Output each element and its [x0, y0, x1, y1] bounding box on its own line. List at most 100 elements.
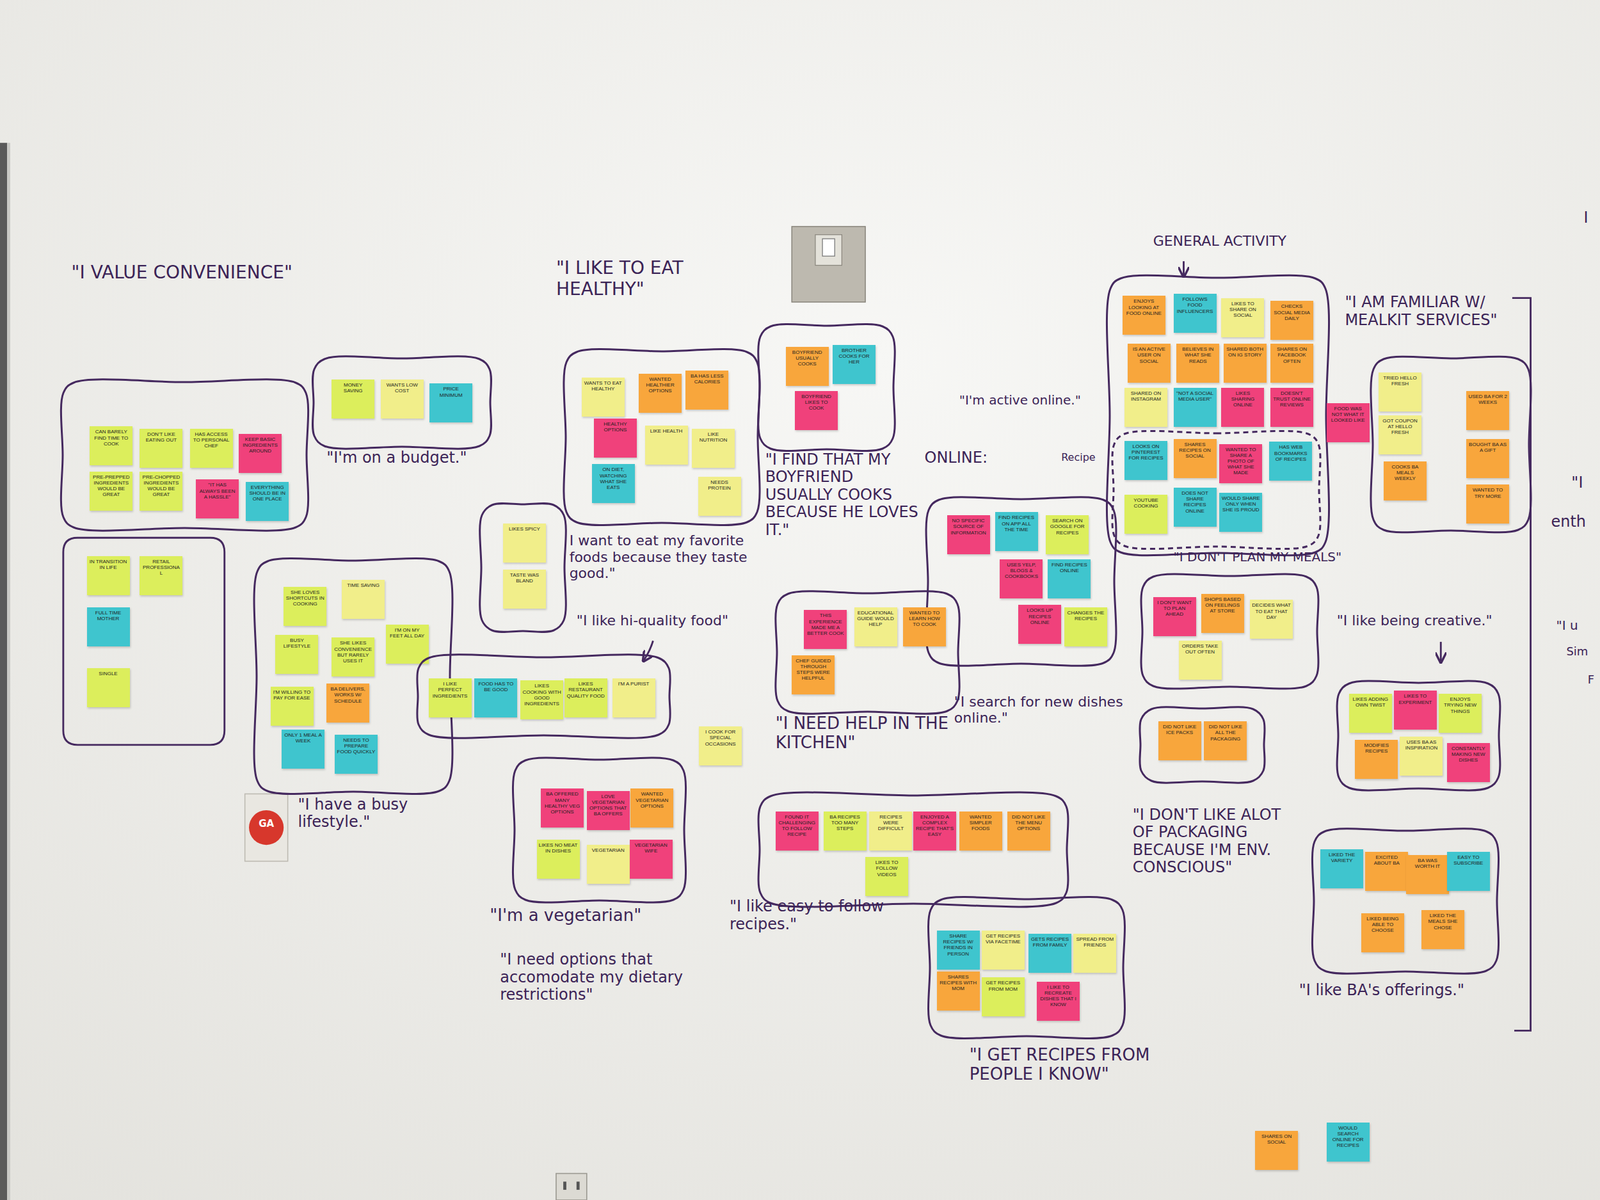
sticky-note: FOUND IT CHALLENGING TO FOLLOW RECIPE — [775, 811, 819, 851]
sticky-text: IS AN ACTIVE USER ON SOCIAL — [1129, 346, 1169, 365]
sticky-text: FULL TIME MOTHER — [88, 609, 128, 622]
heading-holder: "I like being creative." — [1336, 612, 1524, 629]
sticky-note: LIKES TO FOLLOW VIDEOS — [865, 856, 909, 896]
handwritten-label: Sim — [1566, 645, 1599, 659]
sticky-text: VEGETARIAN WIFE — [631, 842, 671, 854]
sticky-note: HEALTHY OPTIONS — [593, 418, 637, 458]
cluster-outline-path — [254, 558, 453, 794]
cluster-outline-path — [60, 379, 308, 531]
sticky-text: USED BA FOR 2 WEEKS — [1468, 393, 1508, 406]
cluster-group: I want to eat my favorite foods because … — [481, 504, 564, 631]
cluster-heading: "I NEED HELP IN THE KITCHEN" — [775, 714, 950, 753]
sticky-text: DOESN'T TRUST ONLINE REVIEWS — [1272, 390, 1312, 409]
sticky-text: WANTED HEALTHIER OPTIONS — [640, 376, 680, 395]
sticky-note: LIKED BEING ABLE TO CHOOSE — [1361, 913, 1405, 953]
sticky-note: ENJOYS LOOKING AT FOOD ONLINE — [1122, 295, 1166, 335]
sticky-text: BA WAS WORTH IT — [1408, 857, 1448, 870]
cluster-heading: "I DON'T LIKE ALOT OF PACKAGING BECAUSE … — [1132, 806, 1307, 877]
cluster-outline-path — [928, 897, 1126, 1039]
label-holder: "I u — [1555, 618, 1597, 633]
sticky-note: GOT COUPON AT HELLO FRESH — [1378, 415, 1422, 455]
sticky-note: DID NOT LIKE ICE PACKS — [1158, 721, 1202, 761]
sticky-text: GET RECIPES FROM MOM — [983, 979, 1023, 992]
sticky-note: "IT HAS ALWAYS BEEN A HASSLE" — [195, 479, 239, 519]
heading-holder: "I LIKE TO EAT HEALTHY" — [556, 257, 756, 299]
cluster-heading: "I AM FAMILIAR W/ MEALKIT SERVICES" — [1344, 293, 1524, 329]
sticky-text: DOES NOT SHARE RECIPES ONLINE — [1175, 490, 1215, 514]
sticky-text: "NOT A SOCIAL MEDIA USER" — [1175, 390, 1215, 402]
sticky-text: GOT COUPON AT HELLO FRESH — [1380, 417, 1420, 436]
heading-holder: "I'm a vegetarian" — [489, 906, 684, 926]
sticky-note: DOES NOT SHARE RECIPES ONLINE — [1173, 487, 1217, 527]
sticky-note: TRIED HELLO FRESH — [1378, 372, 1422, 412]
sticky-note: USES BA AS INSPIRATION — [1399, 736, 1443, 776]
sticky-note: IN TRANSITION IN LIFE — [87, 556, 130, 596]
sticky-text: BELIEVES IN WHAT SHE READS — [1178, 346, 1218, 365]
heading-holder: "I DON'T LIKE ALOT OF PACKAGING BECAUSE … — [1132, 806, 1307, 877]
sticky-note: WOULD SEARCH ONLINE FOR RECIPES — [1326, 1122, 1370, 1162]
pointer-arrow — [1440, 641, 1442, 662]
sticky-text: DON'T LIKE EATING OUT — [141, 431, 181, 443]
sticky-note: BOUGHT BA AS A GIFT — [1466, 439, 1510, 479]
sticky-note: LIKES ADDING OWN TWIST — [1349, 693, 1392, 733]
sticky-text: RETAIL PROFESSIONAL — [141, 558, 181, 577]
sticky-note: PRE-CHOPPED INGREDIENTS WOULD BE GREAT — [139, 471, 183, 511]
heading-holder: "I AM FAMILIAR W/ MEALKIT SERVICES" — [1344, 293, 1524, 329]
sticky-text: NEEDS TO PREPARE FOOD QUICKLY — [336, 737, 376, 756]
cluster-heading: "I DON'T PLAN MY MEALS" — [1173, 549, 1378, 565]
sticky-note: SHE LIKES CONVENIENCE BUT RARELY USES IT — [331, 637, 375, 677]
sticky-text: LIKED THE MEALS SHE CHOSE — [1423, 912, 1463, 931]
sticky-note: WANTED TO SHARE A PHOTO OF WHAT SHE MADE — [1219, 444, 1263, 484]
cluster-group: GENERAL ACTIVITY"I'm active online."ENJO… — [1110, 278, 1326, 553]
sticky-text: WANTED TO SHARE A PHOTO OF WHAT SHE MADE — [1221, 446, 1261, 477]
sticky-note: HAS WEB BOOKMARKS OF RECIPES — [1269, 441, 1312, 481]
heading-holder: "I have a busy lifestyle." — [298, 796, 457, 832]
sticky-note: I DON'T WANT TO PLAN AHEAD — [1153, 597, 1197, 637]
sticky-note: WANTED SIMPLER FOODS — [959, 811, 1003, 851]
cluster-outline-path — [416, 654, 671, 738]
sticky-note: THIS EXPERIENCE MADE ME A BETTER COOK — [803, 609, 847, 649]
sticky-note: I'M WILLING TO PAY FOR EASE — [270, 686, 314, 726]
sticky-note: NEEDS PROTEIN — [698, 476, 742, 516]
sticky-text: LIKED BEING ABLE TO CHOOSE — [1363, 915, 1403, 934]
sticky-text: CAN BARELY FIND TIME TO COOK — [91, 428, 131, 447]
cluster-outline-path — [926, 497, 1117, 667]
sticky-text: SHOPS BASED ON FEELINGS AT STORE — [1203, 596, 1243, 615]
cluster-heading: "I'm on a budget." — [326, 449, 505, 468]
cluster-outline-path — [758, 792, 1069, 907]
sticky-note: FOOD HAS TO BE GOOD — [474, 678, 518, 718]
sticky-note: EXCITED ABOUT BA — [1365, 851, 1408, 891]
sticky-note: I'M ON MY FEET ALL DAY — [385, 624, 429, 664]
sticky-note: SHARES ON SOCIAL — [1255, 1130, 1298, 1170]
cluster-outline-path — [1370, 356, 1531, 533]
sticky-note: FULL TIME MOTHER — [87, 607, 130, 647]
sticky-text: WANTS TO EAT HEALTHY — [583, 380, 623, 392]
door-frame-edge — [7, 142, 11, 1200]
label-holder: enth — [1550, 513, 1598, 532]
cluster-heading: "I like easy to follow recipes." — [729, 897, 909, 934]
sticky-note: LIKES COOKING WITH GOOD INGREDIENTS — [520, 680, 564, 720]
sticky-note: SHARES RECIPES ON SOCIAL — [1173, 439, 1217, 479]
cluster-group: "I DON'T LIKE ALOT OF PACKAGING BECAUSE … — [1141, 709, 1264, 781]
sticky-note: WANTS TO EAT HEALTHY — [581, 377, 625, 417]
heading-holder: "I DON'T PLAN MY MEALS" — [1173, 549, 1378, 565]
sticky-text: SHARES ON SOCIAL — [1256, 1133, 1296, 1145]
cluster-outline-path — [1139, 707, 1264, 783]
sticky-note: I LIKE TO RECREATE DISHES THAT I KNOW — [1036, 981, 1080, 1021]
sticky-text: LIKES TO SHARE ON SOCIAL — [1223, 300, 1263, 319]
cluster-heading: "I like hi-quality food" — [576, 612, 766, 629]
sticky-text: CHANGES THE RECIPES — [1066, 609, 1106, 622]
sticky-text: USES BA AS INSPIRATION — [1401, 739, 1441, 751]
cluster-heading: "I have a busy lifestyle." — [298, 796, 457, 832]
cluster-outline-path — [1312, 828, 1499, 974]
cluster-outline — [63, 537, 225, 745]
sticky-text: BA HAS LESS CALORIES — [687, 373, 727, 385]
sticky-text: RECIPES WERE DIFFICULT — [871, 814, 911, 832]
sticky-note: LOVE VEGETARIAN OPTIONS THAT BA OFFERS — [586, 791, 630, 831]
sticky-note: KEEP BASIC INGREDIENTS AROUND — [238, 433, 282, 473]
sticky-text: FOUND IT CHALLENGING TO FOLLOW RECIPE — [777, 814, 817, 838]
handwritten-label: F — [1587, 673, 1600, 687]
sticky-note: RETAIL PROFESSIONAL — [139, 556, 183, 596]
sticky-note: "NOT A SOCIAL MEDIA USER" — [1173, 387, 1217, 427]
sticky-note: FOLLOWS FOOD INFLUENCERS — [1173, 293, 1217, 333]
